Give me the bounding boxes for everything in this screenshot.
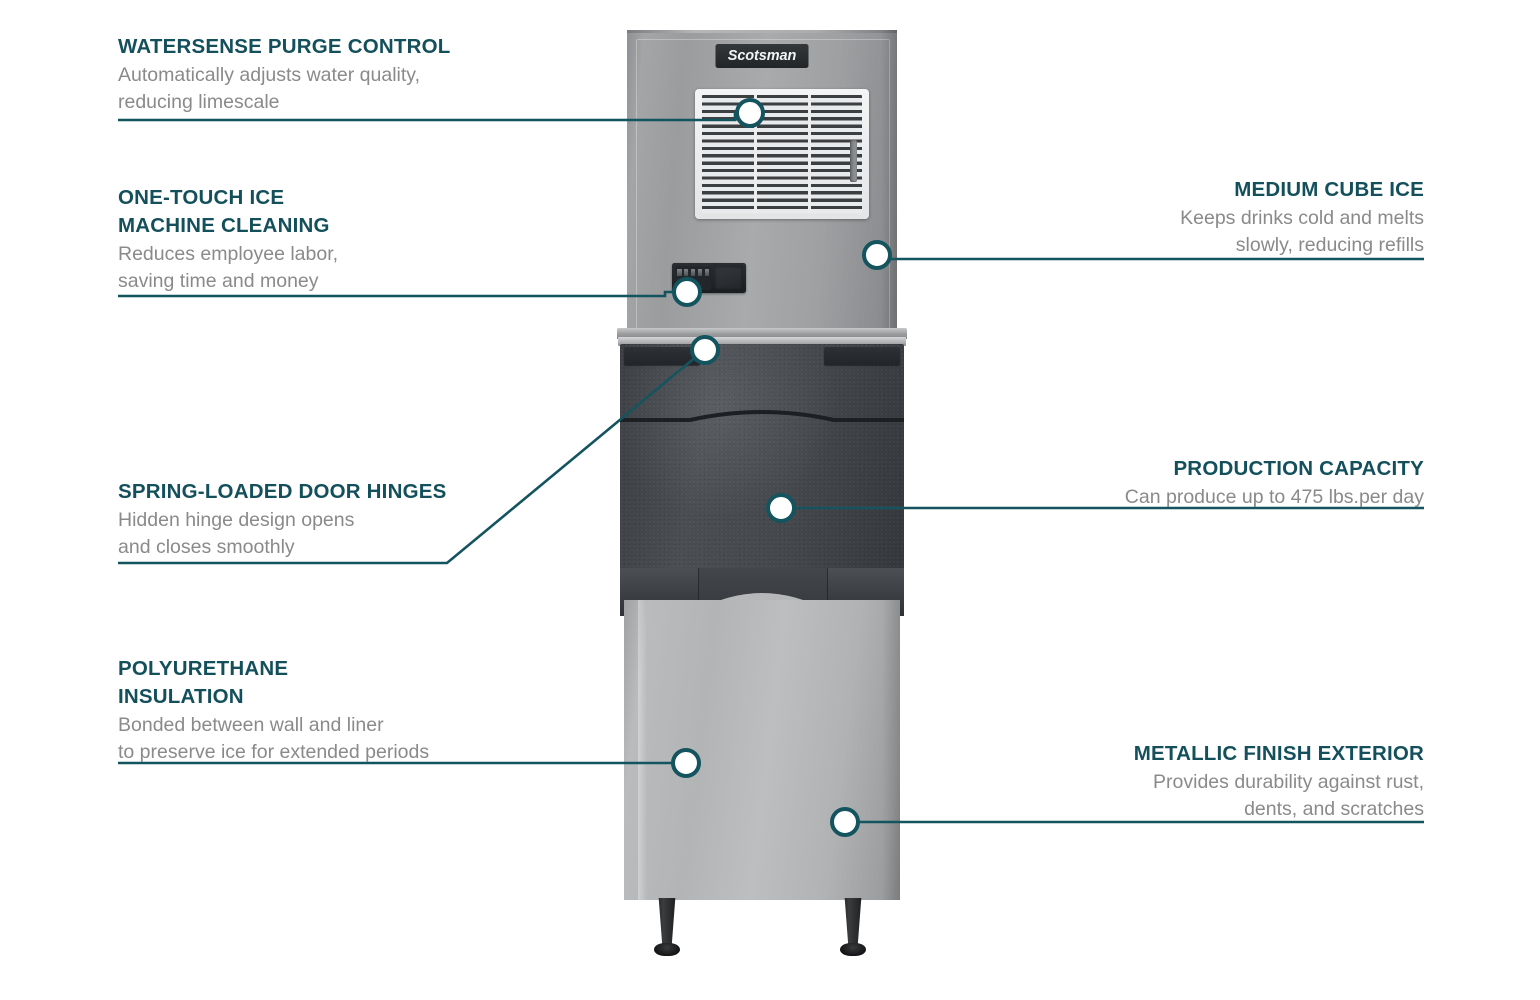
callout-title: WATERSENSE PURGE CONTROL	[118, 35, 451, 58]
bin-door-seam	[620, 406, 904, 428]
ice-maker-head: Scotsman	[627, 30, 897, 335]
cabinet-leg-left	[654, 898, 680, 956]
callout-description: Keeps drinks cold and melts slowly, redu…	[1180, 207, 1424, 257]
callout-description: Reduces employee labor, saving time and …	[118, 243, 339, 293]
callout-description: Hidden hinge design opens and closes smo…	[118, 509, 355, 559]
callout-description: Provides durability against rust, dents,…	[1153, 771, 1424, 821]
grille-handle-icon	[850, 140, 857, 182]
callout-title: SPRING-LOADED DOOR HINGES	[118, 480, 447, 503]
ventilation-grille	[695, 89, 869, 219]
head-base-lip	[617, 328, 907, 339]
callout-description: Can produce up to 475 lbs.per day	[1124, 486, 1424, 509]
status-led-icon	[677, 269, 682, 276]
callout-title: POLYURETHANE INSULATION	[118, 657, 289, 709]
bin-texture	[620, 344, 904, 570]
grille-divider-left	[754, 95, 757, 213]
callout-title: PRODUCTION CAPACITY	[1173, 457, 1424, 480]
leg-foot-pad	[654, 943, 680, 956]
marker-production-capacity[interactable]	[766, 493, 796, 523]
status-led-row	[677, 269, 711, 276]
ice-storage-bin	[620, 344, 904, 570]
bin-hinge-tab-right	[824, 347, 900, 365]
callout-one-touch-ice-machine-cleaning: ONE-TOUCH ICE MACHINE CLEANING Reduces e…	[118, 184, 638, 296]
grille-divider-right	[808, 95, 811, 213]
marker-polyurethane-insulation[interactable]	[671, 748, 701, 778]
leg-shaft	[658, 898, 676, 946]
callout-title: METALLIC FINISH EXTERIOR	[1133, 742, 1424, 765]
scotsman-brand-badge: Scotsman	[715, 44, 809, 68]
callout-description: Bonded between wall and liner to preserv…	[118, 714, 430, 764]
leg-shaft	[844, 898, 862, 946]
cabinet-highlight	[638, 600, 647, 900]
status-led-icon	[690, 269, 696, 276]
callout-description: Automatically adjusts water quality, red…	[118, 64, 421, 114]
callout-title: MEDIUM CUBE ICE	[1234, 178, 1424, 201]
bin-lid-rail	[618, 337, 906, 346]
cabinet-right-shading	[882, 600, 900, 900]
brand-name: Scotsman	[727, 48, 797, 64]
stainless-cabinet	[624, 600, 900, 900]
status-led-icon	[683, 269, 689, 276]
callout-spring-loaded-door-hinges: SPRING-LOADED DOOR HINGES Hidden hinge d…	[118, 478, 638, 562]
callout-watersense-purge-control: WATERSENSE PURGE CONTROL Automatically a…	[118, 33, 638, 117]
marker-metallic-finish-exterior[interactable]	[830, 807, 860, 837]
callout-metallic-finish-exterior: METALLIC FINISH EXTERIOR Provides durabi…	[904, 740, 1424, 824]
marker-watersense-purge-control[interactable]	[735, 98, 765, 128]
marker-spring-loaded-door-hinges[interactable]	[690, 335, 720, 365]
status-led-icon	[704, 269, 710, 276]
head-top-edge	[627, 30, 897, 33]
callout-polyurethane-insulation: POLYURETHANE INSULATION Bonded between w…	[118, 655, 678, 767]
callout-medium-cube-ice: MEDIUM CUBE ICE Keeps drinks cold and me…	[904, 176, 1424, 260]
marker-one-touch-ice-machine-cleaning[interactable]	[672, 277, 702, 307]
product-illustration: Scotsman	[612, 30, 912, 956]
callout-title: ONE-TOUCH ICE MACHINE CLEANING	[118, 186, 330, 238]
marker-medium-cube-ice[interactable]	[862, 240, 892, 270]
bin-hinge-tab-left	[624, 347, 700, 365]
cabinet-leg-right	[840, 898, 866, 956]
leg-foot-pad	[840, 943, 866, 956]
head-right-shading	[881, 30, 897, 335]
callout-production-capacity: PRODUCTION CAPACITY Can produce up to 47…	[904, 455, 1424, 511]
status-led-icon	[697, 269, 703, 276]
control-panel-display	[714, 266, 743, 290]
grille-louvers	[702, 95, 862, 213]
